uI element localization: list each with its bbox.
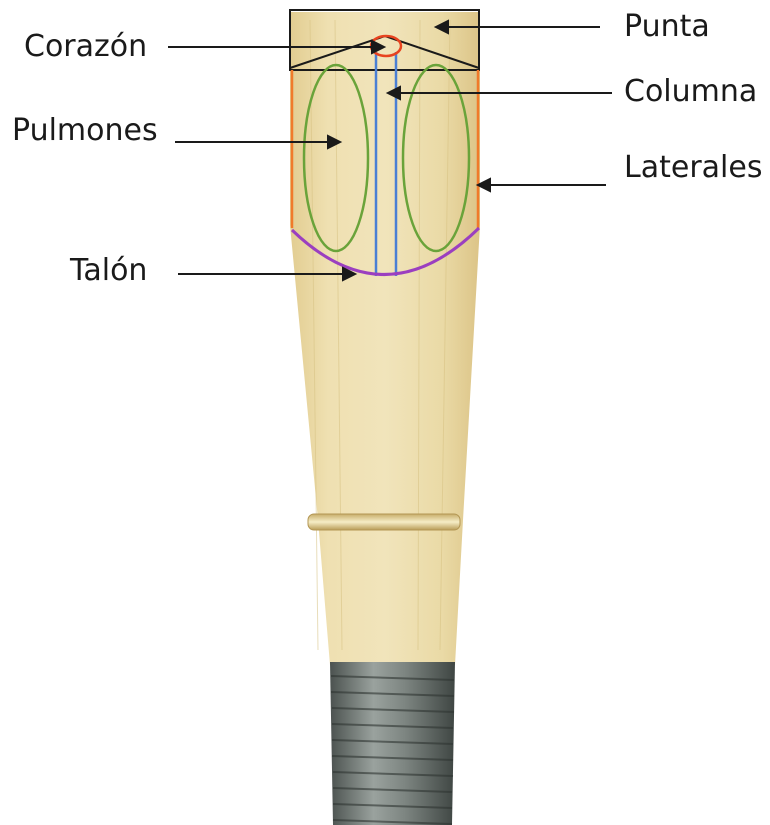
wire-wrap <box>330 662 455 825</box>
label-columna: Columna <box>624 77 757 107</box>
reed-binding-ring <box>308 514 460 530</box>
reed-blade <box>290 12 480 665</box>
label-laterales: Laterales <box>624 153 762 183</box>
label-punta: Punta <box>624 12 710 42</box>
label-talon: Talón <box>70 256 147 286</box>
label-corazon: Corazón <box>24 32 147 62</box>
reed-body <box>290 12 480 825</box>
label-pulmones: Pulmones <box>12 116 158 146</box>
